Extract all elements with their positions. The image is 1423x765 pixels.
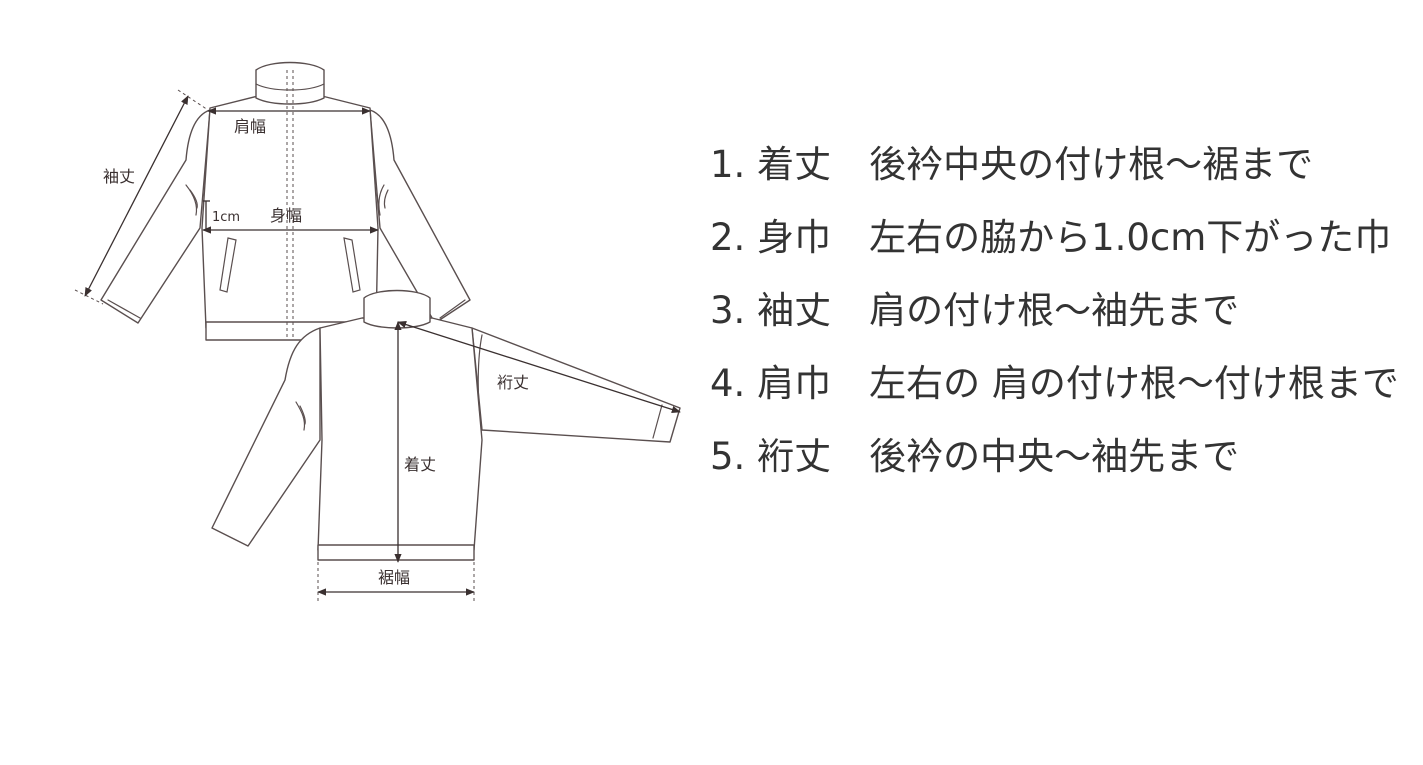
legend-item-number: 5.: [710, 435, 746, 478]
hem-width-label: 裾幅: [378, 568, 410, 587]
jacket-measurement-diagram: 肩幅 身幅 1cm 袖丈 着丈 裄丈 裾幅: [74, 61, 681, 604]
legend-item-description: 肩の付け根～袖先まで: [869, 289, 1240, 332]
legend-item: 3. 袖丈肩の付け根～袖先まで: [710, 274, 1410, 347]
legend-item-number: 2.: [710, 216, 746, 259]
legend-item-description: 後衿中央の付け根～裾まで: [869, 143, 1314, 186]
legend-item-number: 3.: [710, 289, 746, 332]
legend-item: 1. 着丈後衿中央の付け根～裾まで: [710, 128, 1410, 201]
legend-item-number: 4.: [710, 362, 746, 405]
jacket-front-view: [100, 61, 471, 341]
measurement-legend: 1. 着丈後衿中央の付け根～裾まで 2. 身巾左右の脇から1.0cm下がった巾 …: [710, 128, 1410, 493]
yuki-label: 裄丈: [497, 373, 529, 392]
legend-item-number: 1.: [710, 143, 746, 186]
body-width-label: 身幅: [270, 206, 302, 225]
shoulder-width-label: 肩幅: [234, 117, 266, 136]
legend-item: 5. 裄丈後衿の中央～袖先まで: [710, 420, 1410, 493]
legend-item: 2. 身巾左右の脇から1.0cm下がった巾: [710, 201, 1410, 274]
legend-item-term: 裄丈: [757, 435, 832, 478]
legend-item-description: 左右の脇から1.0cm下がった巾: [869, 216, 1392, 259]
legend-item-term: 着丈: [757, 143, 832, 186]
legend-item-term: 肩巾: [757, 362, 832, 405]
legend-item: 4. 肩巾左右の 肩の付け根～付け根まで: [710, 347, 1410, 420]
sleeve-length-label: 袖丈: [103, 167, 135, 186]
legend-item-description: 後衿の中央～袖先まで: [869, 435, 1240, 478]
length-label: 着丈: [404, 455, 436, 474]
one-cm-label: 1cm: [212, 210, 240, 225]
legend-item-term: 袖丈: [757, 289, 832, 332]
legend-item-term: 身巾: [757, 216, 832, 259]
legend-item-description: 左右の 肩の付け根～付け根まで: [869, 362, 1399, 405]
